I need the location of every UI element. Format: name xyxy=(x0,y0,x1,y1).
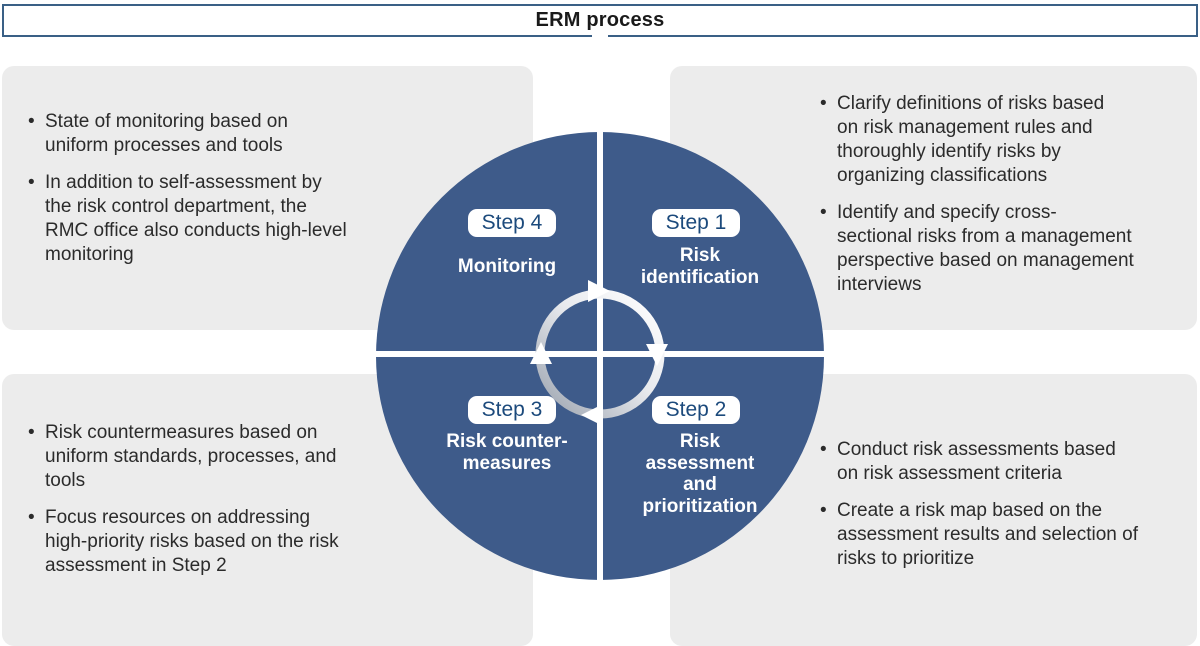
quadrant-divider-horizontal xyxy=(376,351,824,357)
list-item: • Conduct risk assessments based on risk… xyxy=(820,438,1180,486)
list-item: • State of monitoring based on uniform p… xyxy=(28,110,388,158)
bullet-list: • State of monitoring based on uniform p… xyxy=(28,110,388,280)
step1-badge-label: Step 1 xyxy=(665,211,727,234)
step3-badge-label: Step 3 xyxy=(481,398,543,421)
bullet-text: Risk countermeasures based on uniform st… xyxy=(45,422,337,491)
bullet-text: Create a risk map based on the assessmen… xyxy=(837,500,1138,569)
step1-label: Risk identification xyxy=(640,245,760,288)
step1-badge: Step 1 xyxy=(652,209,740,237)
title-bar: ERM process xyxy=(2,4,1198,37)
bullet-text: State of monitoring based on uniform pro… xyxy=(45,111,288,156)
clockwise-arrow-bottom-icon xyxy=(581,404,603,426)
bullet-icon: • xyxy=(28,111,35,132)
bullet-icon: • xyxy=(820,202,827,223)
bullet-text: Clarify definitions of risks based on ri… xyxy=(837,93,1105,186)
bullet-list: • Conduct risk assessments based on risk… xyxy=(820,438,1180,584)
step4-label: Monitoring xyxy=(457,256,557,277)
step3-label: Risk counter- measures xyxy=(446,431,568,474)
clockwise-arrow-left-icon xyxy=(530,342,552,364)
list-item: • Create a risk map based on the assessm… xyxy=(820,499,1180,571)
bullet-text: Conduct risk assessments based on risk a… xyxy=(837,439,1116,484)
bullet-text: Identify and specify cross- sectional ri… xyxy=(837,202,1134,295)
list-item: • In addition to self-assessment by the … xyxy=(28,171,388,267)
list-item: • Focus resources on addressing high-pri… xyxy=(28,506,388,578)
clockwise-arrow-top-icon xyxy=(588,280,610,302)
step3-badge: Step 3 xyxy=(468,396,556,424)
list-item: • Clarify definitions of risks based on … xyxy=(820,92,1182,188)
list-item: • Risk countermeasures based on uniform … xyxy=(28,421,388,493)
bullet-list: • Clarify definitions of risks based on … xyxy=(820,92,1182,310)
step2-label: Risk assessment and prioritization xyxy=(642,431,758,517)
step4-badge: Step 4 xyxy=(468,209,556,237)
bullet-icon: • xyxy=(820,439,827,460)
bullet-icon: • xyxy=(28,507,35,528)
bullet-icon: • xyxy=(28,172,35,193)
page-title: ERM process xyxy=(535,9,665,31)
bullet-text: In addition to self-assessment by the ri… xyxy=(45,172,347,265)
list-item: • Identify and specify cross- sectional … xyxy=(820,201,1182,297)
step2-badge: Step 2 xyxy=(652,396,740,424)
step4-badge-label: Step 4 xyxy=(481,211,543,234)
cycle-ring xyxy=(535,289,665,419)
title-bar-notch xyxy=(592,33,608,39)
bullet-icon: • xyxy=(820,500,827,521)
cycle-arrows-icon xyxy=(530,280,668,426)
step2-badge-label: Step 2 xyxy=(665,398,727,421)
clockwise-arrow-right-icon xyxy=(646,344,668,366)
bullet-text: Focus resources on addressing high-prior… xyxy=(45,507,339,576)
bullet-list: • Risk countermeasures based on uniform … xyxy=(28,421,388,591)
bullet-icon: • xyxy=(820,93,827,114)
bullet-icon: • xyxy=(28,422,35,443)
